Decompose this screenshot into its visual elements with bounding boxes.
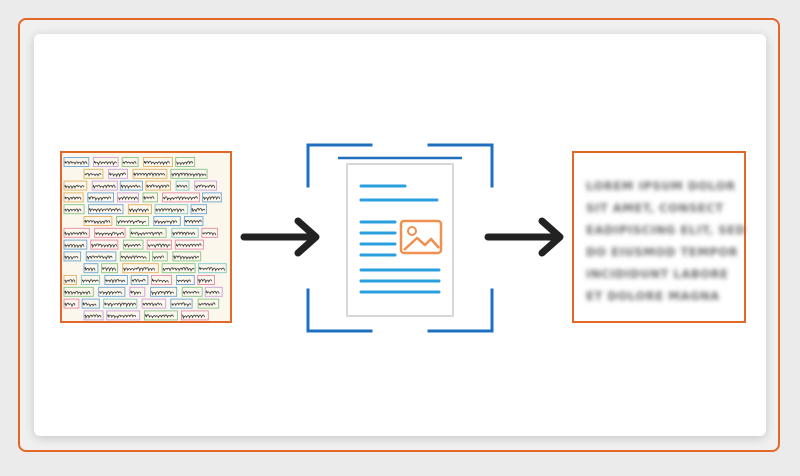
output-text-line: EADIPISCING ELIT, SED: [586, 223, 746, 237]
extracted-text-box: LOREM IPSUM DOLOR SIT AMET, CONSECT EADI…: [572, 151, 746, 323]
output-text-line: LOREM IPSUM DOLOR: [586, 179, 736, 193]
document-with-image-icon: [306, 143, 494, 333]
output-text-line: ET DOLORE MAGNA: [586, 289, 720, 303]
arrow-right-icon: [240, 217, 320, 257]
handwritten-scan-image: [60, 151, 232, 323]
output-text-line: SIT AMET, CONSECT: [586, 201, 724, 215]
arrow-right-icon: [484, 217, 564, 257]
output-text-line: DO EIUSMOD TEMPOR: [586, 245, 739, 259]
output-text-line: INCIDIDUNT LABORE: [586, 267, 729, 281]
